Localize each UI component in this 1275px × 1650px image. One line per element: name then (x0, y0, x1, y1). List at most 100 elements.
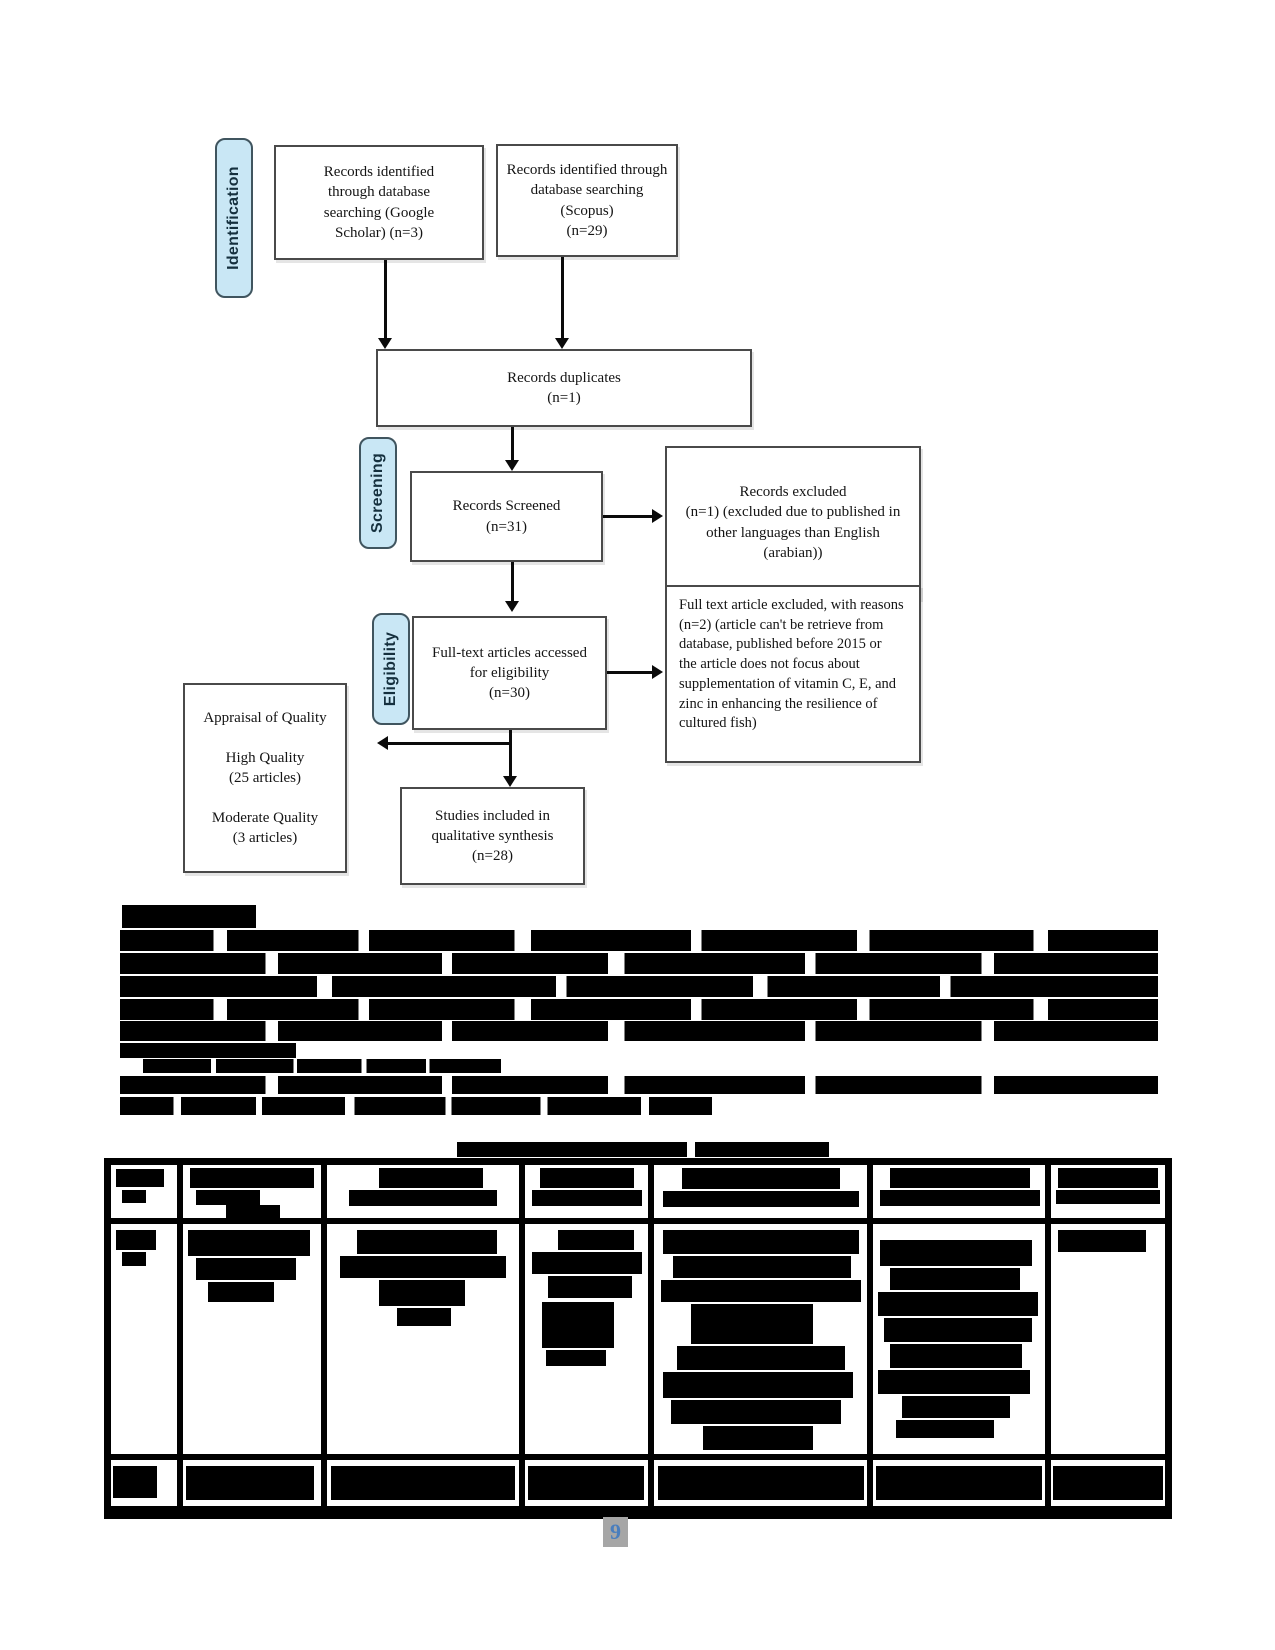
redacted-cell-bar (902, 1396, 1010, 1418)
redacted-cell-bar (379, 1280, 465, 1306)
stage-label-identification-text: Identification (225, 166, 243, 270)
redacted-cell-bar (349, 1190, 497, 1206)
stage-label-eligibility-text: Eligibility (382, 631, 400, 707)
redacted-cell-bar (691, 1304, 813, 1344)
redacted-cell-bar (122, 1190, 146, 1203)
arrow-head-down-icon (505, 601, 519, 612)
stage-label-eligibility: Eligibility (372, 613, 410, 725)
redacted-cell-bar (542, 1302, 614, 1348)
arrow-shaft (603, 515, 653, 518)
redacted-text-bar (120, 930, 1158, 951)
arrow-fulltext-to-studies (503, 730, 518, 787)
table-cell-r0-c0 (111, 1165, 177, 1218)
redacted-cell-bar (113, 1466, 157, 1498)
arrow-head-down-icon (555, 338, 569, 349)
redacted-cell-bar (884, 1318, 1032, 1342)
redacted-cell-bar (890, 1168, 1030, 1188)
box-records-screened: Records Screened (n=31) (410, 471, 603, 562)
redacted-cell-bar (397, 1308, 451, 1326)
redacted-cell-bar (671, 1400, 841, 1424)
redacted-cell-bar (878, 1292, 1038, 1316)
redacted-cell-bar (196, 1190, 260, 1205)
redacted-text-bar (120, 1097, 712, 1115)
arrow-shaft (511, 427, 514, 461)
box-records-excluded-text: Records excluded (n=1) (excluded due to … (685, 484, 901, 561)
box-records-scopus: Records identified through database sear… (496, 144, 678, 257)
redacted-cell-bar (379, 1168, 483, 1188)
arrow-shaft (607, 671, 653, 674)
arrow-head-right-icon (652, 509, 663, 523)
redacted-cell-bar (208, 1282, 274, 1302)
redacted-cell-bar (1056, 1190, 1160, 1204)
redacted-cell-bar (532, 1190, 642, 1206)
arrow-screened-to-excluded (603, 509, 663, 524)
redacted-text-bar (120, 976, 1158, 997)
table-cell-r2-c5 (873, 1460, 1045, 1506)
arrow-head-down-icon (505, 460, 519, 471)
table-cell-r1-c2 (327, 1224, 519, 1454)
table-cell-r0-c3 (525, 1165, 648, 1218)
redacted-cell-bar (532, 1252, 642, 1274)
box-appraisal-of-quality-text: Appraisal of Quality High Quality (25 ar… (203, 709, 327, 847)
box-records-excluded: Records excluded (n=1) (excluded due to … (665, 446, 921, 599)
table-cell-r2-c3 (525, 1460, 648, 1506)
redacted-cell-bar (890, 1344, 1022, 1368)
redacted-cell-bar (548, 1276, 632, 1298)
page-number-badge: 9 (603, 1517, 628, 1547)
redacted-cell-bar (1058, 1168, 1158, 1188)
redacted-cell-bar (540, 1168, 634, 1188)
redacted-cell-bar (673, 1256, 851, 1278)
box-fulltext-excluded-text: Full text article excluded, with reasons… (679, 597, 904, 732)
redacted-cell-bar (528, 1466, 644, 1500)
arrow-duplicates-to-screened (505, 427, 520, 471)
redacted-text-bar (120, 953, 1158, 974)
arrow-junction-to-appraisal (377, 736, 510, 751)
redacted-cell-bar (1058, 1230, 1146, 1252)
table-cell-r2-c2 (327, 1460, 519, 1506)
redacted-cell-bar (196, 1258, 296, 1280)
redacted-cell-bar (682, 1168, 840, 1189)
box-records-screened-text: Records Screened (n=31) (452, 498, 561, 535)
table-cell-r2-c1 (183, 1460, 321, 1506)
arrow-head-left-icon (377, 736, 388, 750)
table-cell-r1-c5 (873, 1224, 1045, 1454)
arrow-shaft (561, 257, 564, 339)
redacted-cell-bar (663, 1372, 853, 1398)
redacted-cell-bar (331, 1466, 515, 1500)
redacted-cell-bar (663, 1230, 859, 1254)
redacted-cell-bar (116, 1230, 156, 1250)
table-cell-r1-c1 (183, 1224, 321, 1454)
table-cell-r2-c6 (1051, 1460, 1165, 1506)
redacted-cell-bar (876, 1466, 1042, 1500)
table-cell-r0-c4 (654, 1165, 867, 1218)
stage-label-screening: Screening (359, 437, 397, 549)
box-records-duplicates: Records duplicates (n=1) (376, 349, 752, 427)
redacted-cell-bar (703, 1426, 813, 1450)
arrow-scopus-to-duplicates (555, 257, 570, 349)
arrow-fulltext-to-excluded (607, 665, 663, 680)
redacted-cell-bar (663, 1191, 859, 1207)
stage-label-identification: Identification (215, 138, 253, 298)
redacted-text-bar (120, 1076, 1158, 1094)
table-cell-r0-c6 (1051, 1165, 1165, 1218)
arrow-shaft (387, 742, 510, 745)
box-appraisal-of-quality: Appraisal of Quality High Quality (25 ar… (183, 683, 347, 873)
table-cell-r2-c0 (111, 1460, 177, 1506)
page-number-text: 9 (610, 1519, 621, 1544)
redacted-text-bar (143, 1059, 501, 1073)
redacted-cell-bar (878, 1370, 1030, 1394)
table-cell-r2-c4 (654, 1460, 867, 1506)
redacted-cell-bar (186, 1466, 314, 1500)
redacted-cell-bar (188, 1230, 310, 1256)
redacted-cell-bar (122, 1252, 146, 1266)
box-records-scopus-text: Records identified through database sear… (506, 162, 668, 239)
redacted-cell-bar (661, 1280, 861, 1302)
redacted-cell-bar (558, 1230, 634, 1250)
arrow-shaft (509, 730, 512, 777)
redacted-cell-bar (116, 1169, 164, 1187)
arrow-google-to-duplicates (378, 260, 393, 349)
redacted-text-bar (120, 1043, 296, 1058)
redacted-cell-bar (658, 1466, 864, 1500)
table-cell-r1-c3 (525, 1224, 648, 1454)
